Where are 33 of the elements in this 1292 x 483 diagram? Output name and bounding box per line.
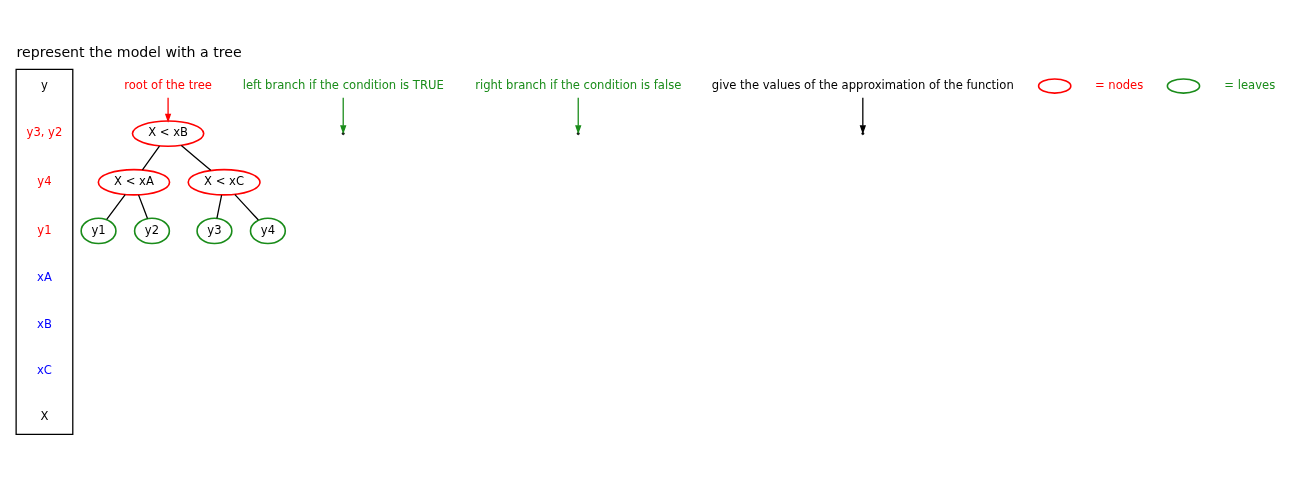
legend-label: = nodes <box>1094 77 1144 92</box>
label: y4 <box>37 174 52 189</box>
diagram-title: represent the model with a tree <box>16 44 242 61</box>
connector <box>216 194 223 219</box>
label: y <box>41 77 48 92</box>
label: xB <box>37 316 52 331</box>
arrow <box>164 97 172 123</box>
connector <box>234 193 259 221</box>
arrow <box>340 97 347 135</box>
node-text: right branch if the condition is false <box>475 77 682 92</box>
connector <box>141 145 161 171</box>
connector <box>137 194 149 220</box>
node-text: left branch if the condition is TRUE <box>242 77 444 92</box>
node-text: give the values of the approximation of the function <box>711 77 1014 92</box>
node-ellipse: X < xA <box>97 168 171 196</box>
arrow <box>575 97 582 135</box>
node-box <box>15 68 74 435</box>
arrow <box>859 97 866 135</box>
node-ellipse: X < xC <box>187 168 261 196</box>
label: xA <box>37 270 52 285</box>
node-ellipse: y3 <box>196 217 233 245</box>
node-ellipse: y1 <box>80 217 117 245</box>
node-ellipse: X < xB <box>131 120 205 147</box>
node-ellipse: y2 <box>133 217 171 245</box>
label: y3, y2 <box>26 125 63 140</box>
connector <box>180 144 212 171</box>
connector <box>106 193 126 220</box>
label: xC <box>36 363 52 378</box>
legend-label: = leaves <box>1224 77 1276 92</box>
node-text: root of the tree <box>124 77 212 92</box>
node-ellipse: y4 <box>249 217 287 245</box>
label: y1 <box>37 222 52 237</box>
label: X <box>40 409 49 424</box>
